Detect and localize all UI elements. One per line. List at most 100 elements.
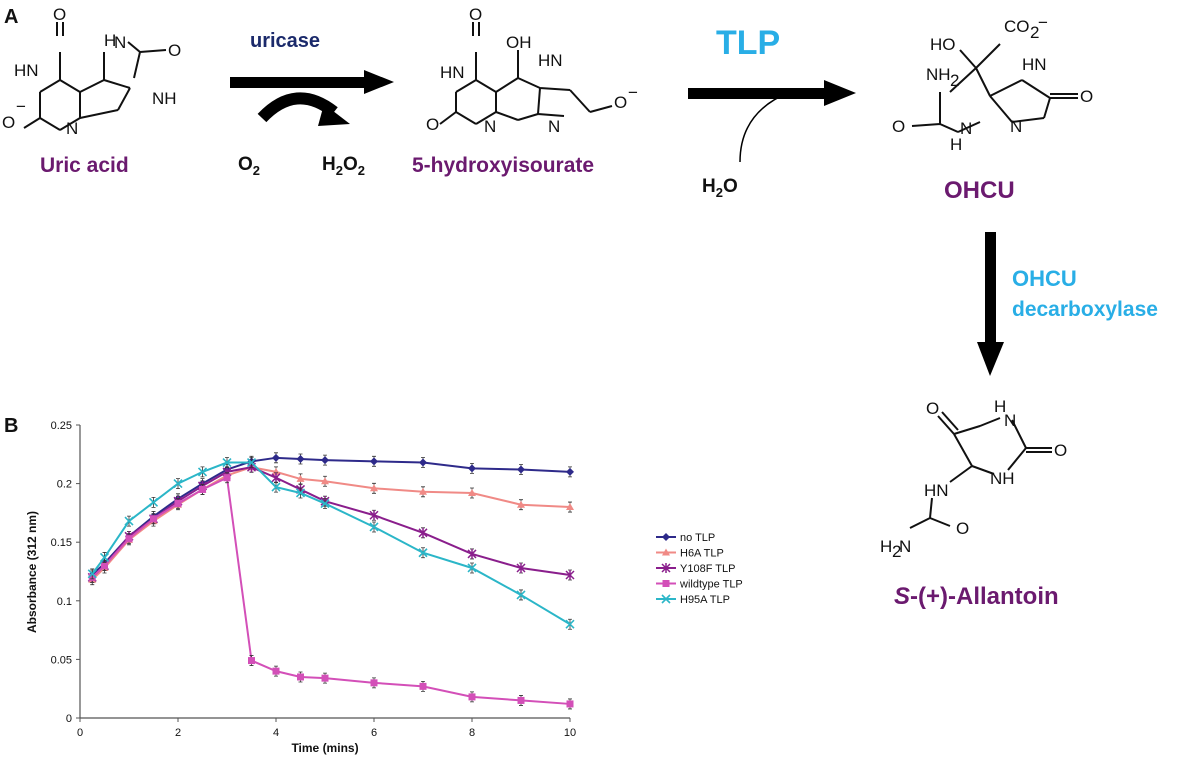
data-point bbox=[197, 467, 208, 477]
legend-marker bbox=[661, 563, 671, 573]
svg-text:H: H bbox=[880, 537, 892, 556]
data-point bbox=[295, 488, 306, 498]
data-point bbox=[99, 552, 110, 563]
svg-text:O: O bbox=[956, 519, 969, 538]
svg-text:N: N bbox=[1010, 117, 1022, 136]
data-point bbox=[516, 590, 526, 600]
data-point bbox=[565, 619, 575, 629]
x-tick-label: 2 bbox=[175, 727, 181, 739]
legend-entry: wildtype TLP bbox=[679, 579, 743, 591]
svg-text:O: O bbox=[614, 93, 627, 112]
data-point bbox=[222, 457, 232, 468]
svg-text:N: N bbox=[114, 33, 126, 52]
svg-text:O: O bbox=[926, 399, 939, 418]
legend-entry: H95A TLP bbox=[680, 594, 730, 606]
data-point bbox=[173, 479, 183, 489]
legend-entry: H6A TLP bbox=[680, 548, 724, 560]
y-tick-label: 0.2 bbox=[57, 479, 72, 491]
data-point bbox=[517, 696, 525, 704]
y-tick-label: 0.05 bbox=[51, 654, 72, 666]
data-point bbox=[321, 456, 329, 465]
svg-text:N: N bbox=[960, 119, 972, 138]
data-point bbox=[566, 700, 574, 708]
svg-text:−: − bbox=[628, 83, 638, 102]
svg-text:HN: HN bbox=[14, 61, 39, 80]
data-point bbox=[125, 535, 133, 543]
data-point bbox=[467, 548, 477, 559]
svg-text:HN: HN bbox=[538, 51, 563, 70]
data-point bbox=[468, 693, 476, 701]
svg-text:O: O bbox=[1080, 87, 1093, 106]
data-point bbox=[418, 548, 428, 558]
data-point bbox=[272, 667, 280, 675]
svg-text:CO: CO bbox=[1004, 17, 1030, 36]
series-h95a-tlp bbox=[87, 457, 575, 630]
data-point bbox=[272, 453, 280, 462]
uricase-arrow bbox=[230, 70, 394, 94]
ohcu-structure: CO 2 − HO HN NH 2 O O N H N bbox=[892, 13, 1093, 154]
svg-text:2: 2 bbox=[1030, 23, 1039, 42]
data-point bbox=[271, 482, 281, 492]
data-point bbox=[271, 472, 281, 483]
svg-text:N: N bbox=[66, 119, 78, 138]
svg-text:O: O bbox=[892, 117, 905, 136]
data-point bbox=[320, 498, 330, 509]
data-point bbox=[370, 457, 378, 466]
series-h6a-tlp bbox=[88, 461, 574, 586]
data-point bbox=[124, 516, 134, 526]
data-point bbox=[566, 503, 574, 511]
data-point bbox=[369, 522, 379, 532]
y-axis-label: Absorbance (312 nm) bbox=[25, 511, 39, 633]
legend-marker bbox=[662, 580, 670, 587]
data-point bbox=[148, 497, 159, 507]
svg-text:HO: HO bbox=[930, 35, 956, 54]
x-axis-label: Time (mins) bbox=[291, 741, 358, 755]
tlp-arrow bbox=[688, 80, 856, 106]
data-point bbox=[296, 474, 305, 482]
panel-a-label: A bbox=[4, 6, 18, 28]
x-tick-label: 8 bbox=[469, 727, 475, 739]
data-point bbox=[101, 562, 108, 570]
decarboxylase-label-line2: decarboxylase bbox=[1012, 298, 1158, 321]
legend-marker bbox=[662, 548, 670, 556]
uricase-label: uricase bbox=[250, 30, 320, 52]
uric-acid-label: Uric acid bbox=[40, 154, 129, 177]
svg-text:2: 2 bbox=[892, 542, 901, 561]
h2o2-label: H2O2 bbox=[322, 154, 365, 178]
data-point bbox=[418, 527, 428, 538]
svg-text:O: O bbox=[2, 113, 15, 132]
data-point bbox=[297, 673, 304, 681]
svg-text:HN: HN bbox=[440, 63, 465, 82]
legend-marker bbox=[661, 594, 671, 604]
data-point bbox=[246, 457, 257, 468]
decarboxylase-arrow bbox=[977, 232, 1004, 376]
y-tick-label: 0.25 bbox=[51, 420, 72, 432]
svg-text:OH: OH bbox=[506, 33, 532, 52]
svg-text:N: N bbox=[899, 537, 911, 556]
y-tick-label: 0 bbox=[66, 713, 72, 725]
data-point bbox=[419, 682, 427, 690]
series-line bbox=[91, 461, 571, 626]
data-point bbox=[468, 464, 476, 473]
data-point bbox=[468, 488, 476, 496]
y-tick-label: 0.1 bbox=[57, 596, 72, 608]
data-point bbox=[566, 467, 574, 476]
x-tick-label: 6 bbox=[371, 727, 377, 739]
data-point bbox=[517, 465, 525, 474]
x-tick-label: 10 bbox=[564, 727, 576, 739]
svg-text:−: − bbox=[1038, 13, 1048, 32]
svg-text:O: O bbox=[168, 41, 181, 60]
svg-text:NH: NH bbox=[152, 89, 177, 108]
series-line bbox=[91, 466, 571, 579]
svg-text:HN: HN bbox=[1022, 55, 1047, 74]
data-point bbox=[370, 679, 378, 687]
svg-text:N: N bbox=[484, 117, 496, 136]
data-point bbox=[223, 474, 231, 482]
data-point bbox=[150, 515, 157, 523]
svg-text:NH: NH bbox=[990, 469, 1015, 488]
data-point bbox=[565, 570, 575, 581]
svg-text:NH: NH bbox=[926, 65, 951, 84]
svg-text:−: − bbox=[16, 97, 26, 116]
